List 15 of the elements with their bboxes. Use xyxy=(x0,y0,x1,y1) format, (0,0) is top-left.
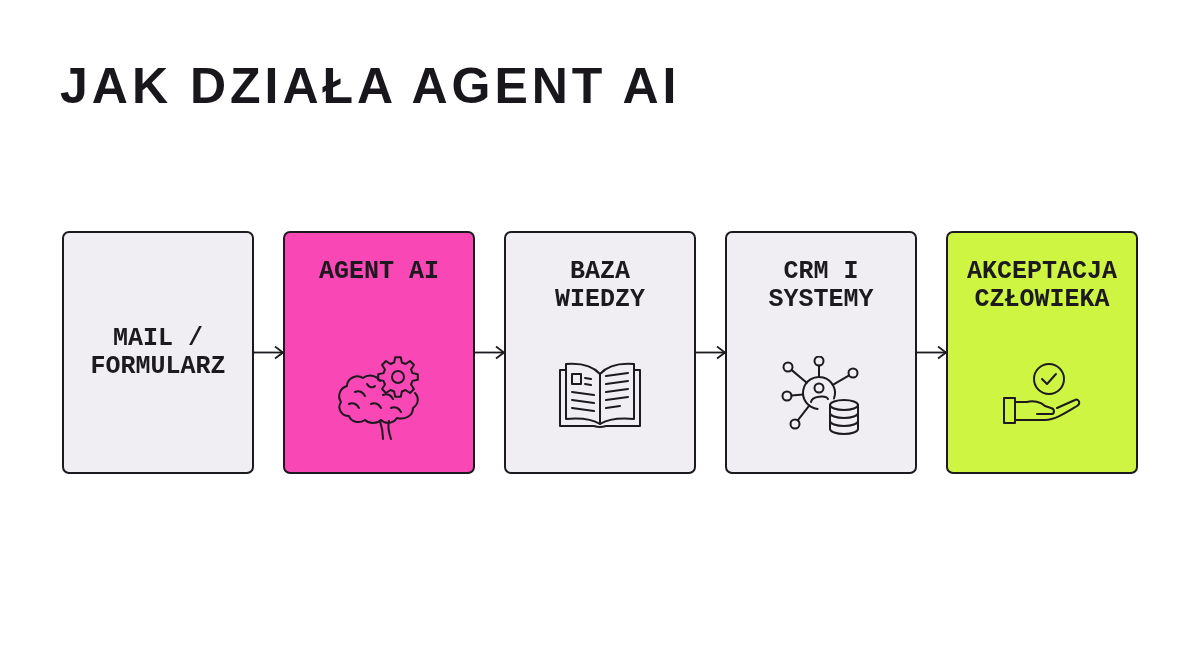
process-box xyxy=(504,231,696,474)
step-label: CRM I SYSTEMY xyxy=(767,258,875,314)
process-box xyxy=(62,231,254,474)
process-box xyxy=(725,231,917,474)
process-box xyxy=(946,231,1138,474)
step-label: AKCEPTACJA CZŁOWIEKA xyxy=(966,258,1118,314)
process-box xyxy=(283,231,475,474)
arrow xyxy=(916,345,947,360)
arrow xyxy=(474,345,505,360)
title: JAK DZIAŁA AGENT AI xyxy=(60,61,681,111)
step-label: AGENT AI xyxy=(318,258,440,286)
arrow xyxy=(253,345,284,360)
arrow xyxy=(695,345,726,360)
step-label: MAIL / FORMULARZ xyxy=(89,324,227,381)
step-label: BAZA WIEDZY xyxy=(554,258,646,314)
